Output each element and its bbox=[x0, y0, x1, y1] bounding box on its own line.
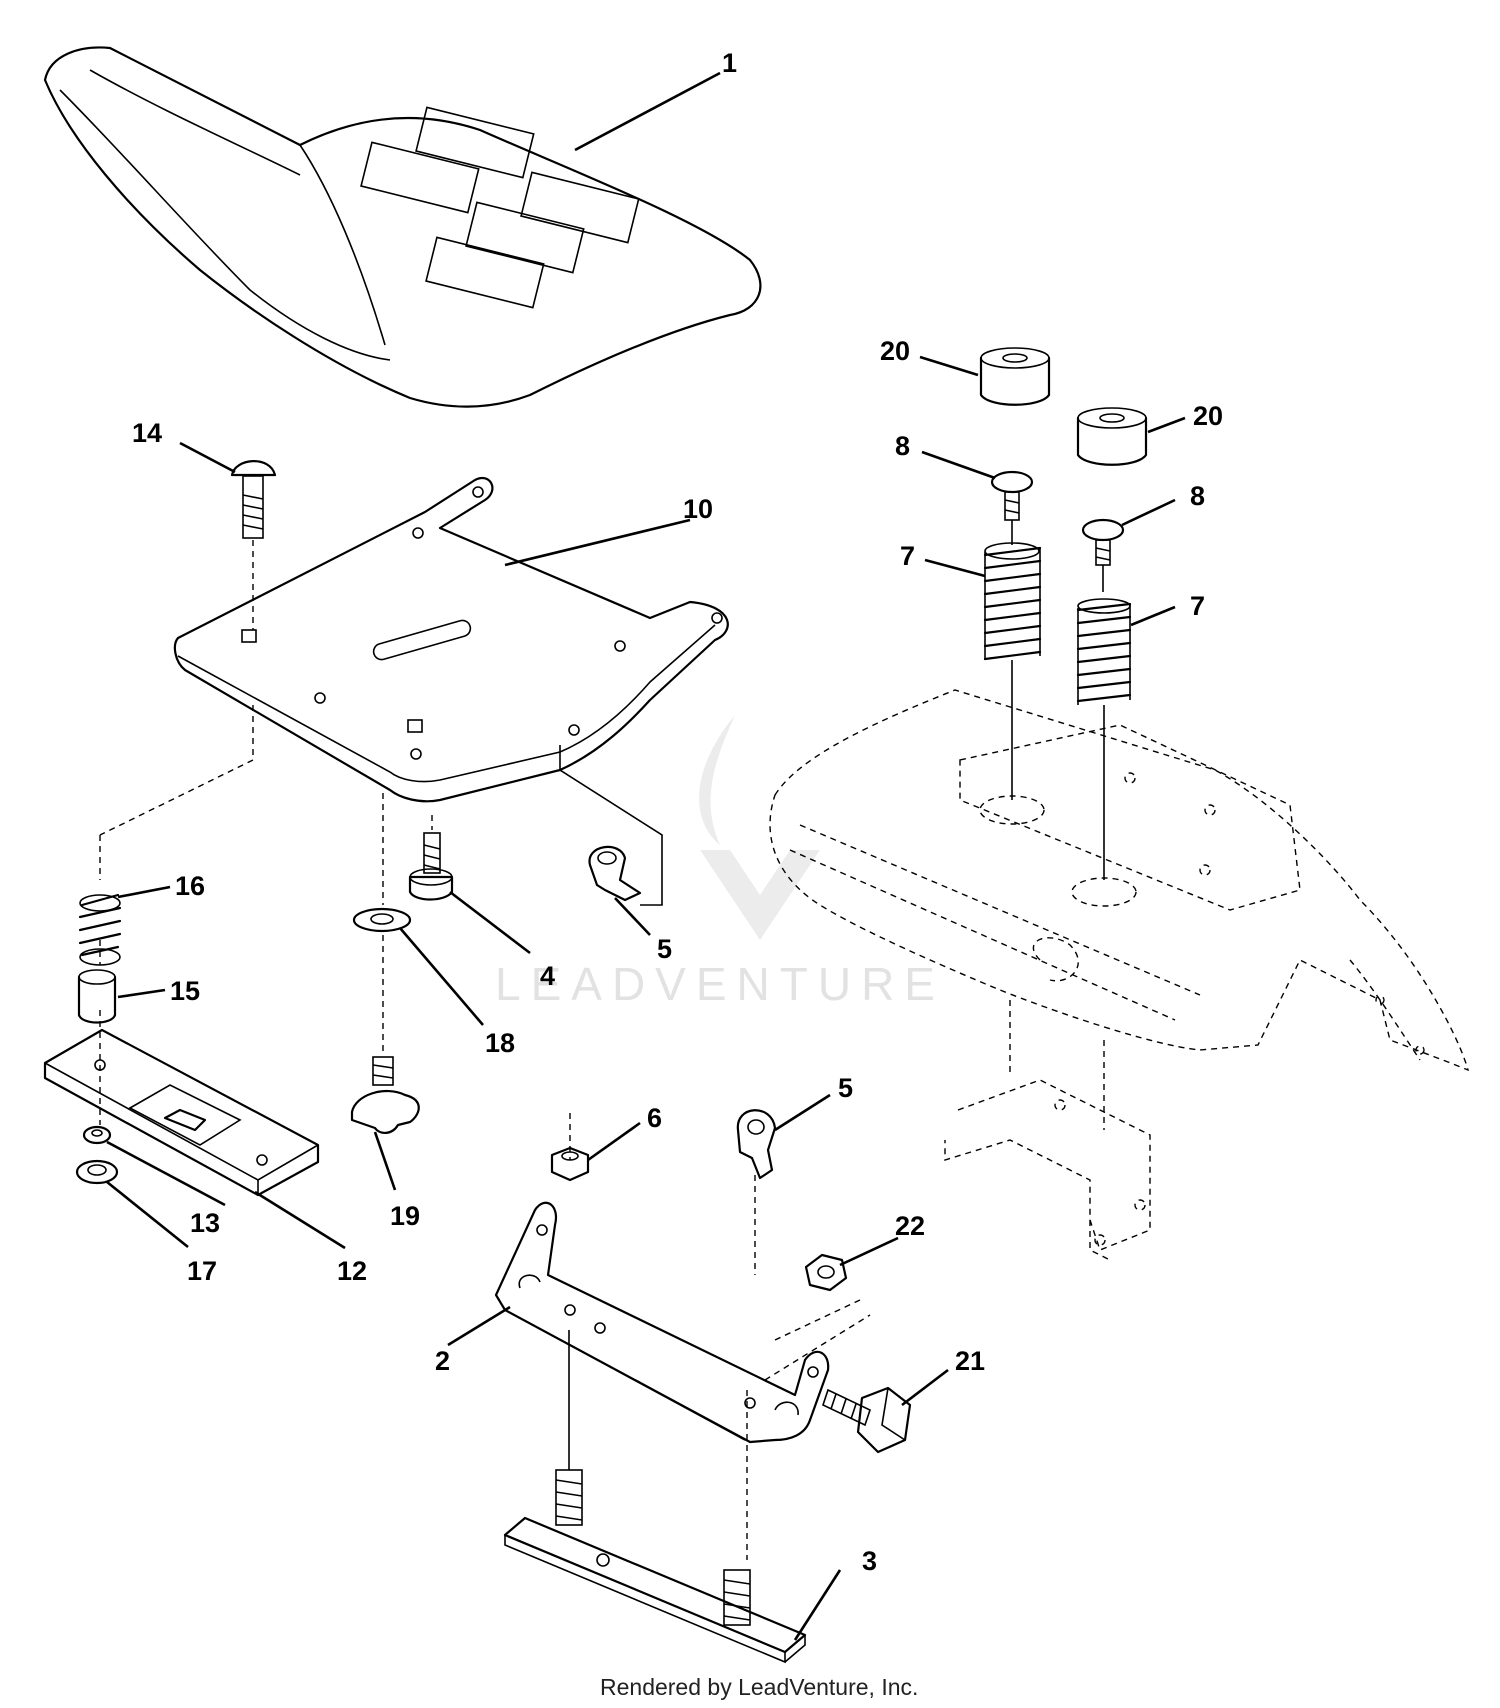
callout-13: 13 bbox=[190, 1208, 220, 1238]
callout-14: 14 bbox=[132, 418, 162, 448]
callout-12: 12 bbox=[337, 1256, 367, 1286]
cable-clip-lower bbox=[736, 1109, 777, 1180]
callout-8-left: 8 bbox=[895, 431, 910, 461]
callout-20-left: 20 bbox=[880, 336, 910, 366]
callout-19: 19 bbox=[390, 1201, 420, 1231]
hex-bolt bbox=[822, 1386, 912, 1454]
callout-2: 2 bbox=[435, 1346, 450, 1376]
watermark-text: LEADVENTURE bbox=[495, 958, 945, 1010]
callout-16: 16 bbox=[175, 871, 205, 901]
callout-7-left: 7 bbox=[900, 541, 915, 571]
callout-20-right: 20 bbox=[1193, 401, 1223, 431]
callout-6: 6 bbox=[647, 1103, 662, 1133]
seat-spring-right bbox=[1076, 598, 1132, 880]
callout-15: 15 bbox=[170, 976, 200, 1006]
hex-nut-6 bbox=[550, 1146, 590, 1182]
shoulder-bolt bbox=[408, 832, 454, 901]
hex-nut-22 bbox=[804, 1253, 848, 1292]
hex-nut-13 bbox=[82, 1125, 112, 1145]
callout-18: 18 bbox=[485, 1028, 515, 1058]
wing-knob bbox=[350, 1056, 420, 1134]
callout-1: 1 bbox=[722, 48, 737, 78]
footer-credit: Rendered by LeadVenture, Inc. bbox=[600, 1674, 918, 1700]
stud-plate bbox=[503, 1330, 807, 1664]
seat-bracket bbox=[43, 1028, 320, 1197]
callout-17: 17 bbox=[187, 1256, 217, 1286]
watermark: LEADVENTURE bbox=[495, 715, 945, 1010]
callout-22: 22 bbox=[895, 1211, 925, 1241]
spacer bbox=[77, 969, 117, 1024]
rubber-spacer-left bbox=[979, 347, 1051, 406]
cable-clip-upper bbox=[588, 845, 642, 902]
callout-3: 3 bbox=[862, 1546, 877, 1576]
seat-hinge-bracket bbox=[494, 1201, 830, 1444]
washer bbox=[352, 907, 412, 933]
callout-7-right: 7 bbox=[1190, 591, 1205, 621]
seat bbox=[43, 46, 762, 408]
callout-21: 21 bbox=[955, 1346, 985, 1376]
callout-labels: 1 2 3 4 5 5 6 7 7 8 8 10 12 13 14 15 16 … bbox=[132, 48, 1223, 1576]
carriage-bolt bbox=[230, 460, 277, 630]
assembly-lines bbox=[99, 705, 871, 1560]
shoulder-screw-right bbox=[1081, 518, 1125, 592]
callout-8-right: 8 bbox=[1190, 481, 1205, 511]
leader-lines bbox=[106, 71, 1186, 1641]
spring bbox=[78, 893, 122, 966]
seat-pan bbox=[173, 477, 729, 803]
flange-nut bbox=[75, 1159, 119, 1185]
callout-5-upper: 5 bbox=[657, 934, 672, 964]
shoulder-screw-left bbox=[990, 470, 1034, 545]
seat-spring-left bbox=[983, 542, 1042, 800]
fender-reference bbox=[769, 689, 1470, 1261]
rubber-spacer-right bbox=[1076, 407, 1148, 466]
callout-5-lower: 5 bbox=[838, 1073, 853, 1103]
callout-4: 4 bbox=[540, 961, 555, 991]
callout-10: 10 bbox=[683, 494, 713, 524]
